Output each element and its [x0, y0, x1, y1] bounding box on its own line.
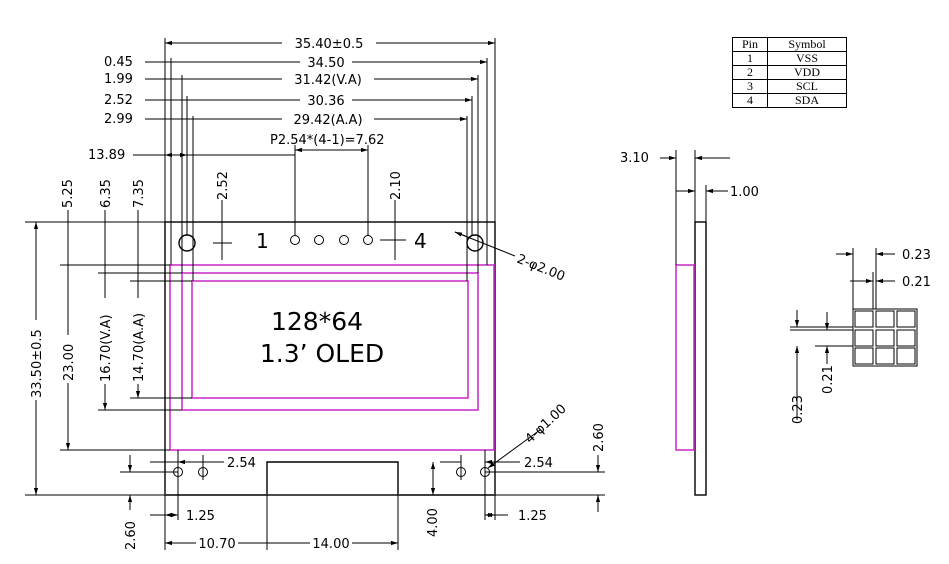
display-name: 1.3’ OLED — [260, 339, 384, 368]
pin-table: Pin Symbol 1 VSS 2 VDD 3 SCL 4 SDA — [732, 37, 847, 108]
dim-13-89: 13.89 — [88, 148, 125, 163]
pin4-label: 4 — [414, 229, 427, 253]
side-view — [660, 150, 730, 496]
pin-number: 3 — [732, 79, 768, 94]
dim-2-99: 2.99 — [104, 112, 133, 127]
dim-2-54-right: 2.54 — [524, 456, 553, 471]
pin-header: Pin — [732, 37, 768, 52]
dim-v-7-35: 7.35 — [132, 179, 147, 208]
dim-30-36: 30.36 — [307, 94, 344, 109]
dim-2-60-left: 2.60 — [124, 521, 139, 550]
pin-header-holes — [290, 235, 373, 245]
bottom-dimension-lines — [120, 429, 605, 550]
table-row: 3 SCL — [732, 79, 847, 94]
pin-number: 4 — [732, 93, 768, 108]
dim-v-2-52: 2.52 — [216, 171, 231, 200]
dim-pitch: P2.54*(4-1)=7.62 — [270, 133, 385, 148]
pixel-detail — [790, 248, 918, 420]
dim-1-25-left: 1.25 — [186, 509, 215, 524]
display-panel — [169, 264, 495, 451]
dim-pix-0-23-v: 0.23 — [791, 395, 806, 424]
pin-table-header: Pin Symbol — [732, 37, 847, 52]
dim-aa-width: 29.42(A.A) — [293, 113, 362, 128]
pin-number: 1 — [732, 51, 768, 66]
dim-2-52: 2.52 — [104, 93, 133, 108]
dim-pix-0-21-v: 0.21 — [821, 365, 836, 394]
dim-34-50: 34.50 — [307, 56, 344, 71]
dim-v-2-10: 2.10 — [389, 171, 404, 200]
dim-va-height: 16.70(V.A) — [99, 314, 114, 382]
pin-symbol: SDA — [767, 93, 847, 108]
symbol-header: Symbol — [767, 37, 847, 52]
dim-2-54-left: 2.54 — [227, 456, 256, 471]
table-row: 4 SDA — [732, 93, 847, 108]
dim-holes-bottom: 4-φ1.00 — [522, 402, 569, 447]
table-row: 1 VSS — [732, 51, 847, 66]
dim-holes-top: 2-φ2.00 — [515, 252, 567, 285]
dim-14-00: 14.00 — [312, 537, 349, 552]
dim-aa-height: 14.70(A.A) — [132, 313, 147, 382]
dim-width-total: 35.40±0.5 — [295, 37, 364, 52]
dim-0-45: 0.45 — [104, 55, 133, 70]
mounting-holes-bottom — [173, 467, 490, 477]
pin-symbol: SCL — [767, 79, 847, 94]
pin-symbol: VDD — [767, 65, 847, 80]
pin1-label: 1 — [256, 229, 269, 253]
dim-2-60-right: 2.60 — [592, 423, 607, 452]
module-outline — [164, 221, 496, 496]
dim-v-6-35: 6.35 — [99, 179, 114, 208]
table-row: 2 VDD — [732, 65, 847, 80]
pin-number: 2 — [732, 65, 768, 80]
dim-23-00: 23.00 — [62, 344, 77, 381]
dim-side-1-00: 1.00 — [730, 185, 759, 200]
dim-1-99: 1.99 — [104, 72, 133, 87]
dim-4-00: 4.00 — [426, 508, 441, 537]
dim-pix-0-23-h: 0.23 — [902, 248, 931, 263]
dim-10-70: 10.70 — [198, 537, 235, 552]
dim-v-5-25: 5.25 — [61, 179, 76, 208]
dim-height-total: 33.50±0.5 — [30, 329, 45, 398]
dim-side-3-10: 3.10 — [620, 151, 649, 166]
dim-1-25-right: 1.25 — [518, 509, 547, 524]
dim-pix-0-21-h: 0.21 — [902, 275, 931, 290]
display-resolution: 128*64 — [271, 307, 363, 336]
dim-va-width: 31.42(V.A) — [294, 73, 362, 88]
pin-symbol: VSS — [767, 51, 847, 66]
